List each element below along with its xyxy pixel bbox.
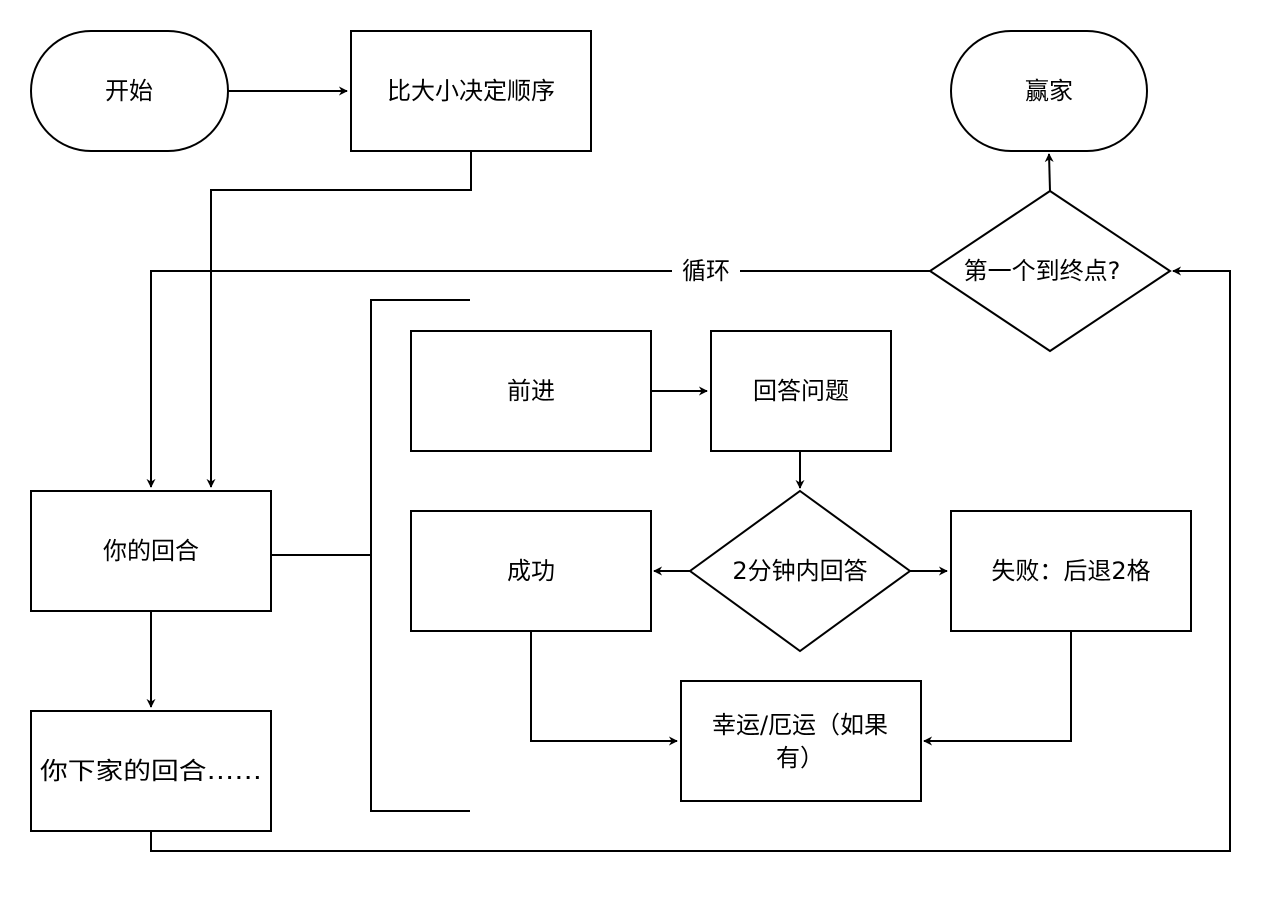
node-luck[interactable]: 幸运/厄运（如果 有） [680,680,922,802]
node-next-turn[interactable]: 你下家的回合…… [30,710,272,832]
node-next-turn-label: 你下家的回合…… [40,757,262,785]
node-your-turn-label: 你的回合 [103,537,199,565]
edge-order-to-your-turn [206,151,472,488]
edges: 循环 [146,86,1231,852]
node-winner[interactable]: 赢家 [950,30,1148,152]
edge-success-to-luck [530,631,678,746]
edge-loop-to-your-turn [146,270,931,488]
node-luck-label-line1: 幸运/厄运（如果 [712,711,888,739]
node-luck-label-line2: 有） [776,744,824,772]
node-your-turn[interactable]: 你的回合 [30,490,272,612]
node-winner-label: 赢家 [1025,77,1073,105]
node-success[interactable]: 成功 [410,510,652,632]
node-answer-label: 回答问题 [753,377,849,405]
node-success-label: 成功 [507,557,555,585]
node-within-2min[interactable]: 2分钟内回答 [688,489,912,653]
node-order-label: 比大小决定顺序 [387,77,555,105]
node-advance[interactable]: 前进 [410,330,652,452]
edge-fail-to-luck [923,631,1072,746]
subprocess-bracket [370,299,470,812]
node-start[interactable]: 开始 [30,30,229,152]
edge-next-turn-to-decision [150,266,1231,852]
node-fail[interactable]: 失败：后退2格 [950,510,1192,632]
node-answer[interactable]: 回答问题 [710,330,892,452]
node-first-to-finish-label: 第一个到终点? [964,257,1121,285]
edge-decision-to-winner [1044,153,1054,192]
edge-label-background [672,255,740,285]
node-start-label: 开始 [105,77,153,105]
node-within-2min-label: 2分钟内回答 [732,557,867,585]
edge-label-loop: 循环 [682,257,730,285]
node-order[interactable]: 比大小决定顺序 [350,30,592,152]
node-advance-label: 前进 [507,377,555,405]
node-fail-label: 失败：后退2格 [991,557,1150,585]
node-first-to-finish[interactable]: 第一个到终点? [928,189,1172,353]
